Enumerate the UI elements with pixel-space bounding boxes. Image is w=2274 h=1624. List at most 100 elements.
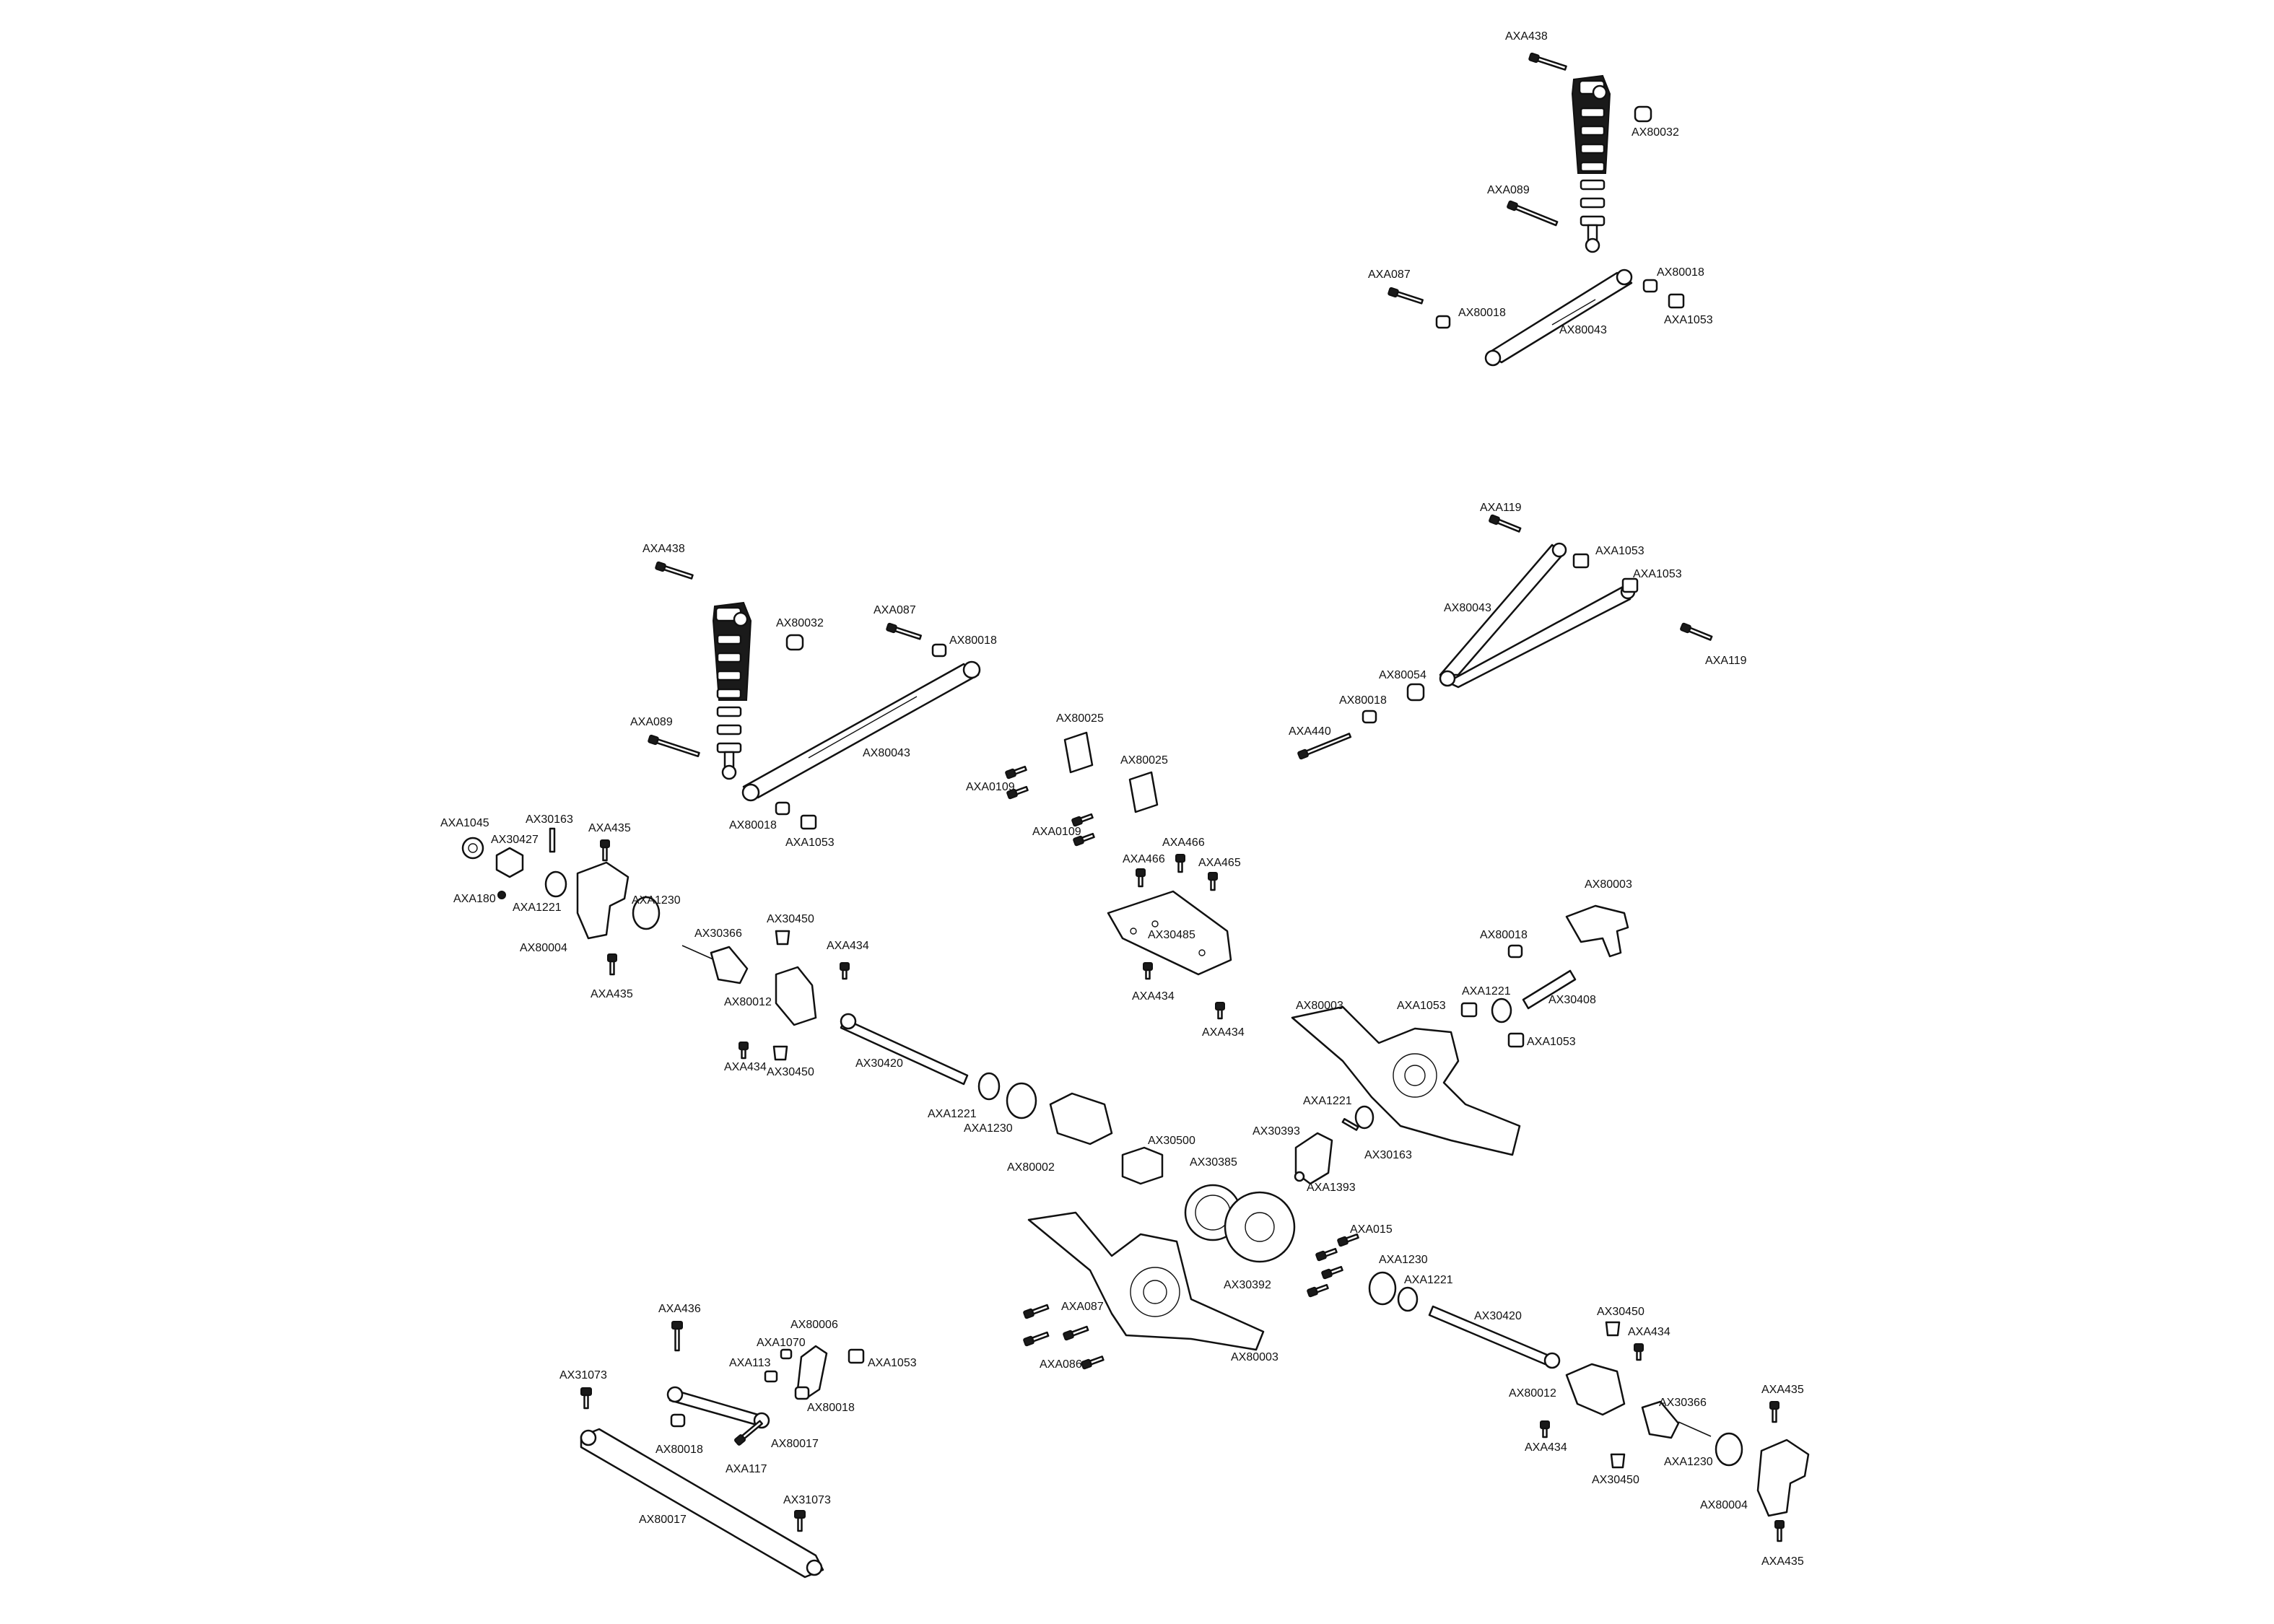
nut-axa1053-steer <box>848 1348 865 1364</box>
screw-axa119-b <box>1680 622 1713 641</box>
label-ax80003-upper: AX80003 <box>1585 878 1632 891</box>
label-ax80025-b: AX80025 <box>1120 754 1168 767</box>
label-ax80017-a: AX80017 <box>771 1438 819 1450</box>
label-axa087-top: AXA087 <box>1368 269 1411 281</box>
bearing-axa1221-pinion <box>1354 1105 1375 1130</box>
skid-plate-ax30485 <box>1107 890 1232 976</box>
label-axa1053-vlink-a: AXA1053 <box>1595 545 1644 557</box>
label-axa1221-right-a: AXA1221 <box>1462 985 1511 997</box>
bushing-ax30450-right-b <box>1610 1453 1626 1469</box>
nut-axa1053-vlink-b <box>1621 577 1639 593</box>
label-ax30408: AX30408 <box>1548 994 1596 1006</box>
axle-ax30366-left <box>681 945 749 985</box>
label-ax80043-left: AX80043 <box>863 747 910 759</box>
screw-ax31073-a <box>580 1387 592 1410</box>
axle-housing-ax80003-bottom <box>1027 1211 1265 1351</box>
left-shock-assembly: AXA438 AX80032 AXA087 AX80018 AXA089 AX8… <box>630 543 997 849</box>
label-axa435-right-b: AXA435 <box>1761 1555 1804 1568</box>
spacer-ax80018-left-b <box>775 801 790 816</box>
diff-case-ax80002 <box>1049 1092 1113 1145</box>
label-ax80018-top-b: AX80018 <box>1657 266 1704 279</box>
upper-v-link-assembly: AXA119 AXA119 AXA1053 AXA1053 AX80043 AX… <box>1289 502 1747 760</box>
label-ax30393: AX30393 <box>1253 1125 1300 1138</box>
screw-axa435-right-b <box>1774 1520 1785 1542</box>
label-axa438-top: AXA438 <box>1505 30 1548 43</box>
label-axa1053-top: AXA1053 <box>1664 314 1713 326</box>
label-axa1230-right-b: AXA1230 <box>1664 1456 1713 1468</box>
screws-axa086 <box>1081 1355 1105 1370</box>
label-ax80043-top: AX80043 <box>1559 324 1607 336</box>
spacer-ax80018-vlink <box>1362 710 1377 724</box>
pin-ax30408 <box>1522 969 1577 1010</box>
screw-axa436 <box>671 1321 683 1352</box>
label-axa087-left: AXA087 <box>874 604 916 616</box>
label-axa466-a: AXA466 <box>1123 853 1165 865</box>
mount-ax80003-upper <box>1565 904 1629 958</box>
label-ax80018-top-a: AX80018 <box>1458 307 1506 319</box>
label-axa434-right-a: AXA434 <box>1628 1326 1670 1338</box>
label-axa435-right-a: AXA435 <box>1761 1384 1804 1396</box>
label-axa087-bottom: AXA087 <box>1061 1301 1104 1313</box>
screw-axa089-left <box>648 734 700 758</box>
spacer-axa1070 <box>780 1348 793 1360</box>
spacer-ax80018-top-b <box>1642 279 1658 293</box>
link-ax80043-top <box>1484 269 1633 367</box>
label-axa435-left-b: AXA435 <box>591 988 633 1000</box>
screw-axa434-right-a <box>1634 1343 1644 1361</box>
label-ax31073-a: AX31073 <box>559 1369 607 1381</box>
label-ax30163-left: AX30163 <box>526 813 573 826</box>
bearing-axa1221-right-a <box>1491 997 1512 1023</box>
mount-ax80025-b <box>1128 771 1159 813</box>
screw-axa438-top <box>1528 52 1567 71</box>
screws-axa0109-b <box>1071 813 1095 847</box>
screws-axa087-bottom <box>1023 1304 1089 1347</box>
screw-axa466-a <box>1136 868 1146 888</box>
bushing-ax30450-right-a <box>1605 1321 1621 1337</box>
spacer-ax80054 <box>1406 683 1425 702</box>
v-link-ax80043 <box>1439 542 1636 689</box>
bearing-axa1230-center <box>1006 1082 1037 1119</box>
label-ax80018-steer-a: AX80018 <box>807 1402 855 1414</box>
pin-ax30163-left <box>549 827 556 853</box>
right-knuckle-assembly: AX30450 AXA434 AX80012 AXA434 AX30366 AX… <box>1509 1306 1810 1568</box>
label-ax30500: AX30500 <box>1148 1135 1195 1147</box>
label-ax80002: AX80002 <box>1007 1161 1055 1174</box>
spacer-ax80018-left-a <box>931 643 947 658</box>
screw-axa435-left-b <box>607 953 617 976</box>
bushing-ax30450-left-b <box>772 1045 788 1061</box>
label-ax31073-b: AX31073 <box>783 1494 831 1506</box>
axle-ax30366-right <box>1641 1400 1712 1439</box>
bearing-axa1230-right-b <box>1715 1432 1743 1467</box>
screws-axa0109-a <box>1005 765 1029 800</box>
spacer-ax80018-top-a <box>1435 315 1451 329</box>
ring-gear-ax30392 <box>1224 1191 1296 1263</box>
screw-axa435-left-a <box>600 839 610 862</box>
label-ax80003-housing: AX80003 <box>1296 1000 1343 1012</box>
label-ax80018-left-b: AX80018 <box>729 819 777 831</box>
mounts-ax80025: AX80025 AX80025 AXA0109 AXA0109 <box>966 712 1168 847</box>
label-axa434-skid-b: AXA434 <box>1202 1026 1245 1039</box>
label-ax30385: AX30385 <box>1190 1156 1237 1169</box>
label-axa1393: AXA1393 <box>1307 1182 1356 1194</box>
label-axa0109-b: AXA0109 <box>1032 826 1081 838</box>
screw-axa434-left-b <box>739 1042 749 1060</box>
screw-axa434-skid-a <box>1143 962 1153 980</box>
top-shock-assembly: AXA438 AX80032 AXA089 AXA087 AX80018 AX8… <box>1368 30 1713 367</box>
nut-axa1393 <box>1294 1171 1305 1182</box>
screw-axa117 <box>734 1420 763 1446</box>
screw-axa087-top <box>1388 287 1424 305</box>
shock-top <box>1571 74 1611 253</box>
bearing-axa1221-center <box>977 1072 1001 1101</box>
label-ax80032-left: AX80032 <box>776 617 824 629</box>
label-ax80043-vlink: AX80043 <box>1444 602 1491 614</box>
label-axa1221-right-b: AXA1221 <box>1404 1274 1453 1286</box>
label-axa1221-left: AXA1221 <box>513 902 562 914</box>
screw-axa435-right-a <box>1769 1401 1779 1423</box>
label-ax30392: AX30392 <box>1224 1279 1271 1291</box>
screw-axa466-b <box>1175 854 1185 873</box>
label-axa1053-right-a: AXA1053 <box>1397 1000 1446 1012</box>
label-axa1053-left: AXA1053 <box>785 837 835 849</box>
screws-axa015 <box>1307 1233 1359 1298</box>
right-upper-mount-assembly: AX80003 AX80018 AXA1221 AX30408 AX80003 … <box>1291 878 1632 1156</box>
